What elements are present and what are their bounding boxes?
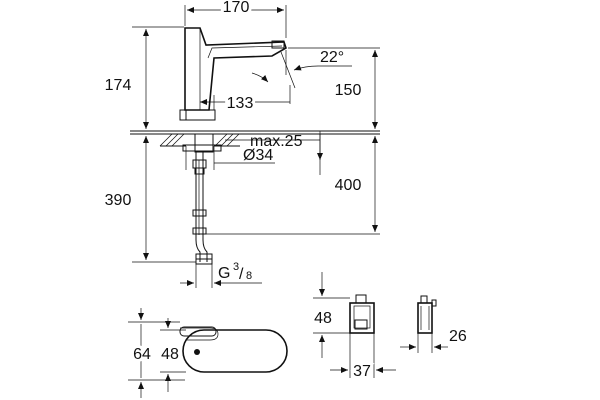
label-outlet-reach: 133 — [227, 95, 254, 112]
label-height-above-deck: 174 — [105, 77, 132, 94]
label-thread-prefix: G — [218, 265, 230, 282]
dimension-hose-length-left: 390 — [105, 136, 196, 263]
dimension-max-deck-thickness: max.25 — [225, 131, 323, 175]
dimension-box-height: 48 — [313, 272, 350, 358]
label-hose-length-right: 400 — [335, 177, 362, 194]
label-box-depth: 26 — [449, 328, 467, 345]
label-box-height: 48 — [314, 310, 332, 327]
dimension-spout-reach: 170 — [184, 0, 287, 38]
label-plate-width: 48 — [161, 346, 179, 363]
label-plate-length: 64 — [133, 346, 151, 363]
label-spout-reach: 170 — [223, 0, 250, 16]
label-max-deck-thickness: max.25 — [250, 133, 303, 150]
label-thread-denominator: 8 — [246, 270, 252, 282]
dimension-plate-width: 48 — [158, 318, 186, 392]
faucet-side-view — [179, 27, 287, 265]
dimension-hole-diameter: Ø34 — [185, 146, 275, 170]
control-box-side-view — [417, 295, 437, 334]
dimension-thread: G 3 / 8 — [180, 261, 262, 288]
base-plate-top-view — [179, 326, 288, 373]
dimension-box-depth: 26 — [400, 328, 467, 353]
dimension-height-above-deck: 174 — [105, 26, 184, 129]
label-outlet-height: 150 — [335, 82, 362, 99]
label-hole-diameter: Ø34 — [243, 147, 273, 164]
dimension-box-width: 37 — [330, 333, 396, 383]
label-thread-numerator: 3 — [233, 261, 239, 273]
dimension-hose-length-right: 400 — [206, 136, 380, 235]
label-hose-length-left: 390 — [105, 192, 132, 209]
dimension-spout-angle: 22° — [280, 49, 352, 89]
label-spout-angle: 22° — [320, 49, 344, 66]
dimension-plate-length: 64 — [128, 308, 185, 398]
dimension-outlet-height: 150 — [288, 47, 380, 129]
label-box-width: 37 — [353, 363, 371, 380]
deck-section — [130, 130, 380, 147]
dimension-outlet-reach: 133 — [200, 85, 291, 115]
label-thread-slash: / — [239, 266, 244, 283]
control-box-front-view — [349, 294, 375, 334]
